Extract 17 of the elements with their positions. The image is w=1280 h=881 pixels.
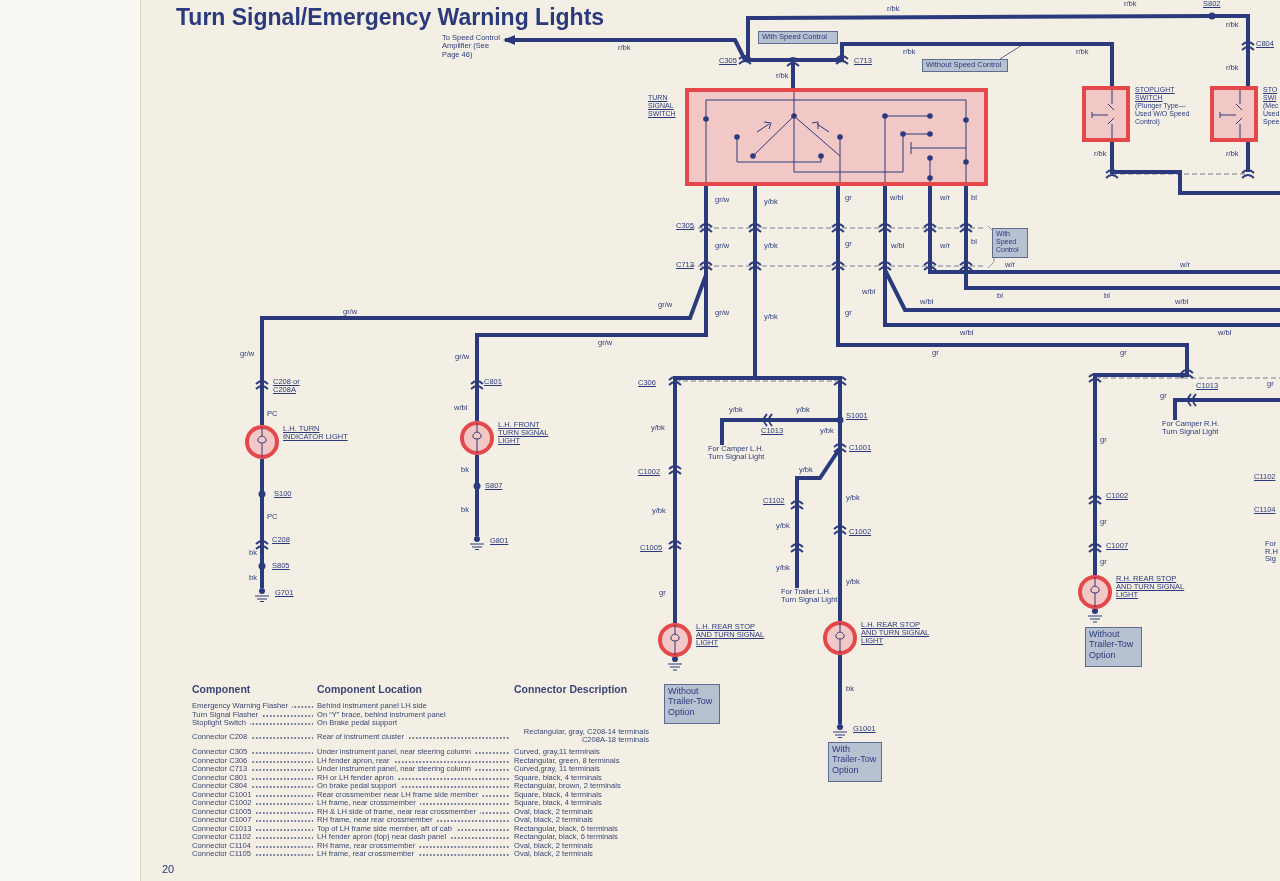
page-number: 20 <box>162 864 175 875</box>
wire <box>1173 398 1280 420</box>
wire <box>928 186 1280 274</box>
wire <box>791 42 1114 88</box>
wire <box>260 459 264 588</box>
wire <box>964 186 1280 290</box>
option-note: With Trailer-Tow Option <box>828 742 882 782</box>
option-note: Without Trailer-Tow Option <box>664 684 720 724</box>
wire <box>1246 142 1250 172</box>
wire <box>1110 142 1280 195</box>
diagram-title: Turn Signal/Emergency Warning Lights <box>176 4 605 31</box>
option-note: Without Trailer-Tow Option <box>1085 627 1142 667</box>
leader-line <box>999 44 1023 60</box>
wire <box>746 14 1250 88</box>
wire <box>836 186 1189 575</box>
wire <box>838 655 842 724</box>
wire <box>475 455 479 536</box>
